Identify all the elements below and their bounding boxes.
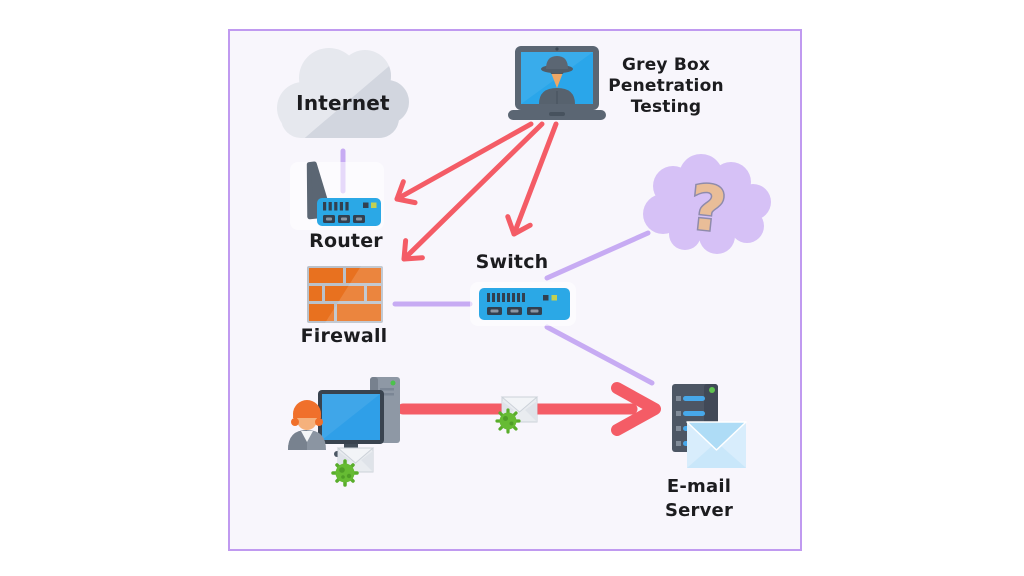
diagram-title: Grey Box Penetration Testing bbox=[608, 55, 724, 118]
question-cloud-icon: ? bbox=[643, 154, 771, 254]
network-switch-icon bbox=[479, 288, 570, 320]
virus-icon bbox=[331, 459, 359, 487]
router-label: Router bbox=[309, 230, 383, 252]
email-server-label-line-2: Server bbox=[664, 500, 734, 521]
attacker-node bbox=[508, 46, 606, 124]
email-server-label: E-mail Server bbox=[649, 475, 749, 523]
virus-icon bbox=[495, 408, 521, 434]
title-line-3: Testing bbox=[630, 97, 702, 117]
firewall-icon bbox=[307, 266, 383, 323]
internet-label: Internet bbox=[296, 91, 390, 115]
workstation-node bbox=[280, 374, 404, 492]
email-server-node bbox=[666, 380, 750, 472]
switch-label: Switch bbox=[475, 251, 549, 273]
infected-email-node bbox=[495, 393, 541, 437]
title-line-1: Grey Box bbox=[621, 55, 711, 75]
internet-cloud-icon bbox=[277, 48, 409, 138]
router-icon bbox=[306, 161, 381, 226]
unknown-network-node: ? bbox=[631, 150, 785, 258]
virus-email-icon bbox=[495, 396, 539, 434]
firewall-node bbox=[307, 266, 383, 325]
question-mark-glyph: ? bbox=[686, 170, 729, 246]
internet-node bbox=[269, 36, 411, 146]
title-line-2: Penetration bbox=[608, 76, 724, 96]
hacker-laptop-icon bbox=[508, 46, 606, 120]
email-server-label-line-1: E-mail bbox=[666, 476, 732, 497]
firewall-label: Firewall bbox=[300, 325, 388, 347]
router-node bbox=[300, 158, 386, 230]
email-server-icon bbox=[672, 384, 747, 468]
user-workstation-icon bbox=[288, 377, 400, 487]
blue-envelope-icon bbox=[686, 421, 747, 468]
switch-node bbox=[479, 288, 570, 320]
